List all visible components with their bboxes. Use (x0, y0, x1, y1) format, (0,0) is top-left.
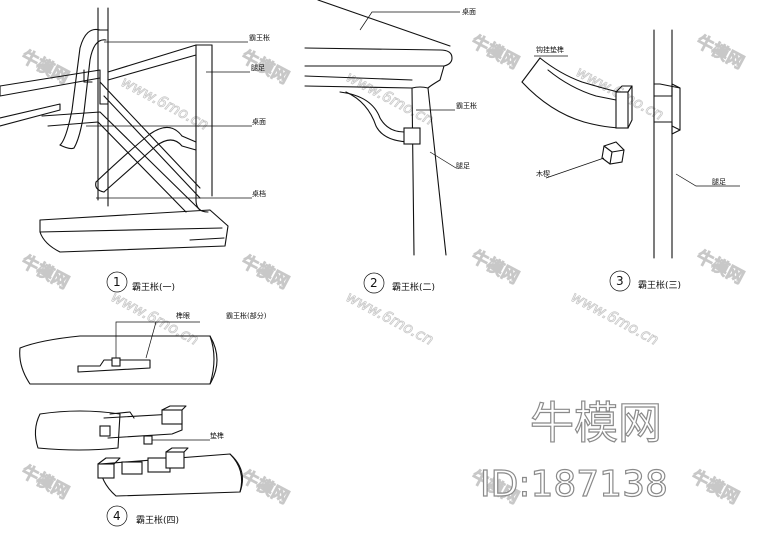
label-pad-tenon: 垫榫 (210, 431, 224, 440)
watermark-url: www.6mo.cn (568, 288, 662, 349)
label-leg-3: 腿足 (712, 178, 726, 186)
panel-3-number: 3 (616, 274, 624, 288)
label-bawangcheng-2: 霸王枨 (456, 101, 477, 110)
watermark-brand: 牛模网 (238, 251, 293, 293)
panel-4-number: 4 (113, 509, 121, 523)
brand-id-text: ID:187138 (480, 464, 668, 505)
watermark-brand: 牛模网 (468, 31, 523, 73)
panel-3-caption: 霸王枨(三) (638, 279, 681, 291)
panel-2-caption: 霸王枨(二) (392, 281, 435, 293)
panel-4-caption: 霸王枨(四) (136, 514, 179, 526)
label-bar-part: 霸王枨(部分) (226, 311, 267, 320)
watermark-url: www.6mo.cn (118, 73, 212, 134)
panel-4-drawing (19, 335, 243, 497)
panel-1-caption: 霸王枨(一) (132, 281, 175, 293)
watermark-brand: 牛模网 (693, 246, 748, 288)
brand-logo-text: 牛模网 (530, 398, 662, 449)
watermark-brand: 牛模网 (468, 246, 523, 288)
panel-1-drawing (0, 7, 229, 253)
watermark-brand: 牛模网 (693, 31, 748, 73)
panel-2-annotations: 桌面 霸王枨 腿足 2 霸王枨(二) (359, 7, 477, 294)
watermark-brand: 牛模网 (18, 251, 73, 293)
label-tabletop-2: 桌面 (462, 7, 476, 16)
watermark-brand: 牛模网 (238, 46, 293, 88)
panel-2-drawing (304, 0, 453, 256)
label-leg-2: 腿足 (456, 162, 470, 170)
panel-4-annotations: 榫眼 霸王枨(部分) 垫榫 4 霸王枨(四) (106, 311, 267, 527)
label-leg: 腿足 (251, 64, 265, 72)
panel-3-annotations: 钩挂垫榫 木楔 腿足 3 霸王枨(三) (534, 45, 740, 292)
watermark-brand: 牛模网 (688, 466, 743, 508)
label-hook-tenon: 钩挂垫榫 (536, 45, 564, 54)
label-wedge: 木楔 (536, 169, 550, 178)
watermark-brand: 牛模网 (238, 466, 293, 508)
label-tabletop: 桌面 (252, 117, 266, 126)
watermark-url: www.6mo.cn (343, 288, 437, 349)
panel-3-drawing (521, 29, 681, 259)
label-stretcher: 桌档 (252, 189, 266, 198)
label-mortise: 榫眼 (176, 311, 190, 320)
panel-2-number: 2 (370, 276, 378, 290)
watermark-brand: 牛模网 (18, 461, 73, 503)
panel-1-number: 1 (113, 275, 121, 289)
brand-watermark: 牛模网 ID:187138 (479, 397, 668, 505)
label-bawangcheng: 霸王枨 (249, 33, 270, 42)
panel-1-annotations: 霸王枨 腿足 桌面 桌档 1 霸王枨(一) (86, 33, 270, 293)
